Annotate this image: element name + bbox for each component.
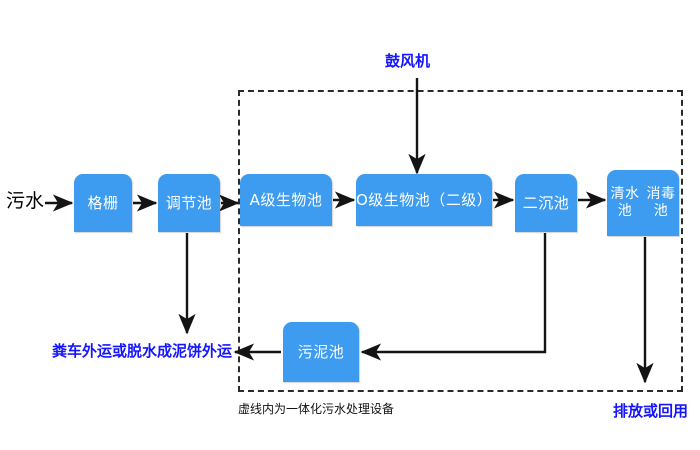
node-regulating-tank[interactable]: 调节池: [158, 174, 220, 232]
node-o-stage-bioreactor[interactable]: O级生物池（二级）: [356, 174, 492, 226]
node-sludge-tank[interactable]: 污泥池: [283, 322, 359, 382]
node-clearwater-disinfection-tank[interactable]: 清水池 消毒池: [607, 170, 679, 236]
node-clear-line2: 消毒池: [646, 185, 676, 220]
label-sludge-disposal: 粪车外运或脱水成泥饼外运: [52, 342, 233, 360]
node-secondary-settling-tank[interactable]: 二沉池: [515, 174, 577, 232]
node-clear-line1: 清水池: [610, 185, 640, 220]
label-discharge-reuse: 排放或回用: [613, 402, 689, 420]
node-a-stage-bioreactor[interactable]: A级生物池: [240, 174, 332, 226]
label-blower: 鼓风机: [385, 52, 431, 70]
integrated-equipment-boundary: [238, 90, 683, 392]
label-dashed-region-caption: 虚线内为一体化污水处理设备: [238, 402, 395, 416]
node-grid[interactable]: 格栅: [74, 174, 132, 232]
label-inflow: 污水: [6, 190, 45, 212]
